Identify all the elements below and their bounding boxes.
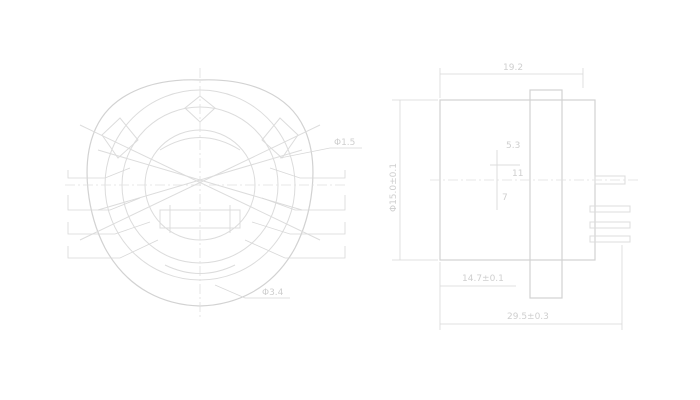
front-center-slot — [159, 209, 241, 229]
side-dim-bottom-outer: 29.5±0.3 — [507, 312, 549, 322]
side-terminal-2 — [589, 221, 631, 229]
side-dim-top: 19.2 — [503, 63, 523, 73]
front-arc-top — [159, 137, 241, 151]
front-callout-bottom: Φ3.4 — [262, 288, 284, 298]
front-lobe-left — [101, 117, 139, 159]
front-leader-left-3 — [67, 221, 151, 235]
front-callout-top: Φ1.5 — [334, 138, 355, 148]
front-diag-2 — [79, 124, 321, 241]
side-dim-inner-b: 11 — [512, 169, 523, 179]
front-leader-right-1 — [269, 167, 346, 179]
front-arc-bottom — [164, 264, 236, 274]
front-leader-left-4 — [67, 239, 159, 259]
front-leader-right-3 — [251, 221, 346, 235]
side-flange — [529, 89, 563, 299]
side-dim-left: Φ15.0±0.1 — [389, 163, 399, 212]
side-dim-inner-c: 7 — [502, 193, 508, 203]
front-leader-left-2 — [67, 195, 141, 211]
front-diag-4 — [97, 149, 303, 211]
front-view: Φ1.5 Φ3.4 — [65, 68, 362, 318]
front-leader-left-1 — [67, 167, 131, 179]
side-dim-bottom-inner: 14.7±0.1 — [462, 274, 504, 284]
front-callout-bottom-leader — [214, 284, 290, 299]
front-leader-right-2 — [261, 195, 346, 211]
front-callout-top-leader — [279, 147, 362, 159]
side-terminal-1 — [589, 205, 631, 213]
side-view: 19.2 Φ15.0±0.1 5.3 11 7 14.7±0.1 29.5±0.… — [389, 63, 640, 330]
front-leader-right-4 — [244, 239, 346, 259]
side-terminal-3 — [589, 235, 631, 243]
side-body — [439, 99, 596, 261]
side-dim-inner-a: 5.3 — [506, 141, 520, 151]
front-lobe-top — [184, 95, 216, 123]
front-lobe-right — [261, 117, 299, 159]
